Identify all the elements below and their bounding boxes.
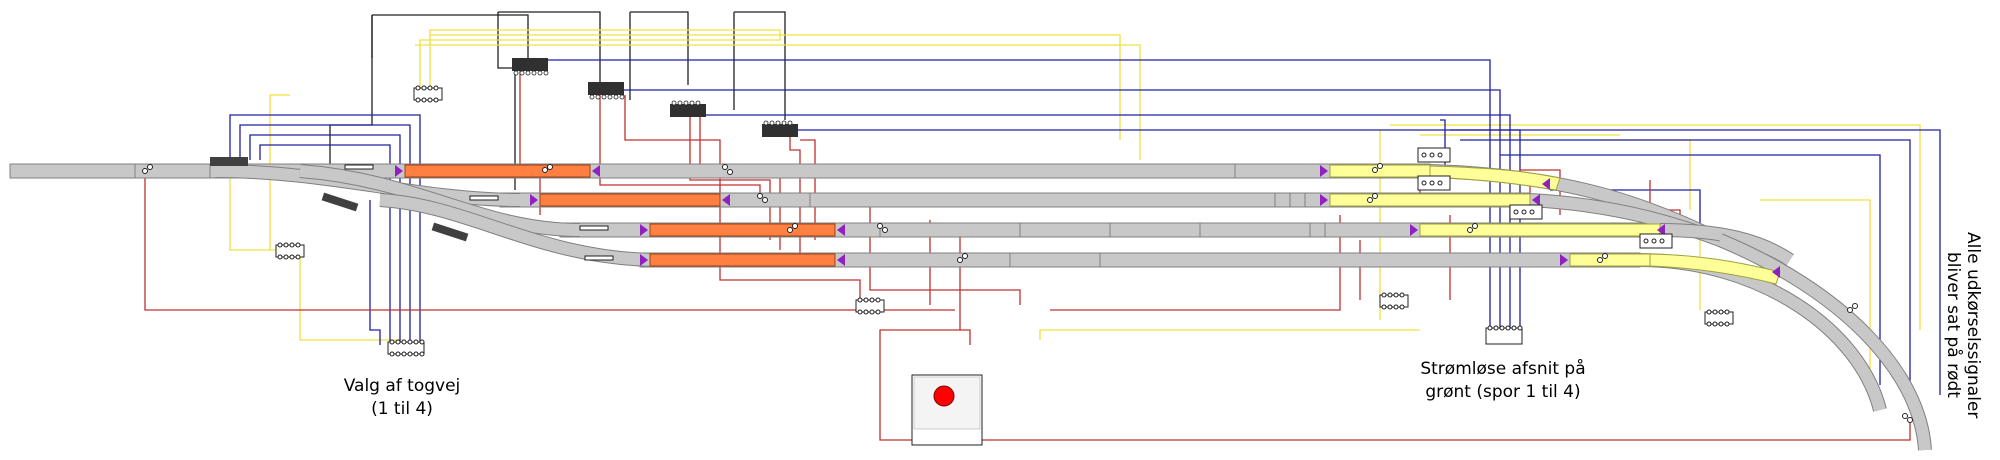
track-contacts (142, 163, 1913, 423)
relay-module-icon (588, 82, 625, 100)
signal-triangle-icon (1410, 224, 1418, 236)
switch-motors (210, 157, 614, 261)
contact-module-left (275, 242, 305, 260)
contact-module-center (855, 297, 885, 315)
signal-triangle-icon (1560, 254, 1568, 266)
contact-module-east-d (1639, 233, 1673, 249)
labels: Valg af togvej (1 til 4) Strømløse afsni… (344, 232, 1983, 419)
dead-sections (1329, 164, 1781, 285)
occupied-section-track-4 (649, 253, 836, 267)
wires-black (329, 11, 786, 190)
signal-triangle-icon (1532, 194, 1540, 206)
signals (395, 165, 1780, 278)
dead-sections-label-line2: grønt (spor 1 til 4) (1425, 382, 1580, 402)
contact-module-east-c (1509, 204, 1543, 220)
signal-triangle-icon (640, 224, 648, 236)
signal-triangle-icon (395, 165, 403, 177)
relay-module-icon (670, 100, 706, 117)
contact-module-east-a (1417, 147, 1451, 163)
signal-triangle-icon (837, 224, 845, 236)
exit-signals-label-line1: Alle udkørselssignaler (1963, 232, 1983, 418)
switch-motor-1 (210, 157, 248, 166)
route-selection-label-line2: (1 til 4) (371, 399, 433, 419)
signal-triangle-icon (1657, 224, 1665, 236)
exit-signals-label-line2: bliver sat på rødt (1943, 252, 1964, 398)
dead-section-curve-4 (1649, 253, 1781, 285)
dead-section-track-3 (1419, 223, 1661, 237)
tracks (9, 163, 1661, 268)
relay-module-icon (512, 58, 549, 76)
dead-section-module (1485, 325, 1523, 345)
occupied-section-track-1 (404, 164, 591, 178)
route-selection-label-line1: Valg af togvej (344, 376, 461, 396)
track-1-west (9, 163, 211, 179)
dead-sections-label-line1: Strømløse afsnit på (1420, 358, 1585, 379)
signal-triangle-icon (640, 254, 648, 266)
relay-module-icon (762, 120, 798, 137)
signal-triangle-icon (837, 254, 845, 266)
route-selector-module (387, 339, 425, 357)
dead-section-curve-1 (1429, 165, 1561, 191)
dead-section-track-2 (1329, 193, 1531, 207)
switch-motor-3 (431, 222, 469, 242)
signal-triangle-icon (592, 165, 600, 177)
control-panel (911, 374, 983, 446)
occupied-section-track-3 (649, 223, 836, 237)
switch-motor-2 (321, 192, 359, 212)
contact-module-east-b (1417, 175, 1451, 191)
contact-module-east-lower (1379, 292, 1409, 310)
contact-module-east-right (1704, 309, 1734, 327)
occupied-section-track-2 (539, 193, 721, 207)
relay-modules-dark (512, 58, 798, 137)
track-1 (209, 163, 1431, 179)
signal-triangle-icon (1320, 165, 1328, 177)
signal-triangle-icon (722, 194, 730, 206)
signal-triangle-icon (1542, 178, 1550, 190)
dead-section-track-4 (1569, 253, 1651, 267)
stop-button-icon[interactable] (933, 385, 955, 407)
signal-triangle-icon (1772, 266, 1780, 278)
signal-triangle-icon (1320, 194, 1328, 206)
signal-triangle-icon (530, 194, 538, 206)
contact-modules (275, 85, 1734, 357)
contact-module-top-left (413, 85, 443, 103)
